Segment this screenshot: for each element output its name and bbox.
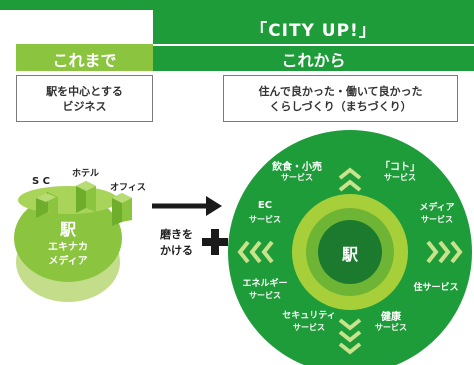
header-left-label: これまで bbox=[52, 51, 117, 70]
ec-service: EC bbox=[257, 200, 273, 211]
security-service: セキュリティ bbox=[282, 311, 336, 321]
station-base bbox=[14, 194, 122, 282]
media-service: メディア bbox=[419, 203, 455, 213]
energy-service-sub: サービス bbox=[249, 291, 281, 300]
health-service-sub: サービス bbox=[375, 323, 407, 332]
refine-text-line: 磨きを bbox=[160, 228, 193, 241]
center-station-label: 駅 bbox=[341, 245, 358, 264]
chevron-right-icon bbox=[426, 240, 463, 264]
city-label: 街 bbox=[338, 136, 356, 157]
header-divider bbox=[153, 44, 474, 46]
station-core bbox=[318, 220, 382, 284]
hotel-building bbox=[76, 181, 96, 213]
left-description-line: ビジネス bbox=[62, 99, 107, 113]
food-retail-service-sub: サービス bbox=[281, 173, 313, 182]
media-service-sub: サービス bbox=[421, 215, 453, 224]
energy-service: エネルギー bbox=[242, 279, 288, 289]
chevron-up-icon bbox=[338, 167, 362, 192]
ec-service-sub: サービス bbox=[249, 215, 281, 224]
sc-label: S C bbox=[32, 176, 51, 187]
hotel-label: ホテル bbox=[72, 169, 100, 179]
chevron-left-icon bbox=[237, 240, 274, 264]
left-station-title: 駅 bbox=[59, 220, 76, 239]
office-building bbox=[112, 193, 132, 226]
koto-service-sub: サービス bbox=[384, 173, 416, 182]
left-description-box: 駅を中心とする ビジネス bbox=[16, 75, 153, 122]
transform-arrow bbox=[152, 196, 222, 216]
office-label: オフィス bbox=[110, 183, 146, 193]
housing-service: 住サービス bbox=[413, 283, 459, 293]
header-right-panel bbox=[153, 10, 474, 71]
station-base-rim bbox=[18, 186, 118, 214]
security-service-sub: サービス bbox=[293, 323, 325, 332]
right-description-line: くらしづくり（まちづくり） bbox=[269, 99, 412, 113]
top-accent-bar bbox=[0, 0, 474, 10]
chevron-down-icon bbox=[338, 318, 362, 355]
food-retail-service: 飲食・小売 bbox=[272, 162, 322, 173]
left-station-line: メディア bbox=[48, 256, 88, 267]
right-description-line: 住んで良かった・働いて良かった bbox=[258, 84, 423, 98]
header-title: 「CITY UP!」 bbox=[250, 21, 377, 41]
sc-building bbox=[36, 192, 58, 218]
health-service: 健康 bbox=[381, 312, 401, 323]
header-right-label: これから bbox=[281, 51, 346, 70]
right-description-box: 住んで良かった・働いて良かった くらしづくり（まちづくり） bbox=[223, 75, 458, 122]
plus-icon bbox=[202, 229, 228, 255]
left-station-line: エキナカ bbox=[48, 242, 88, 253]
left-description-line: 駅を中心とする bbox=[46, 84, 123, 98]
koto-service: 「コト」 bbox=[380, 162, 420, 173]
refine-text-line: かける bbox=[160, 244, 193, 257]
header-left-panel bbox=[16, 44, 153, 71]
